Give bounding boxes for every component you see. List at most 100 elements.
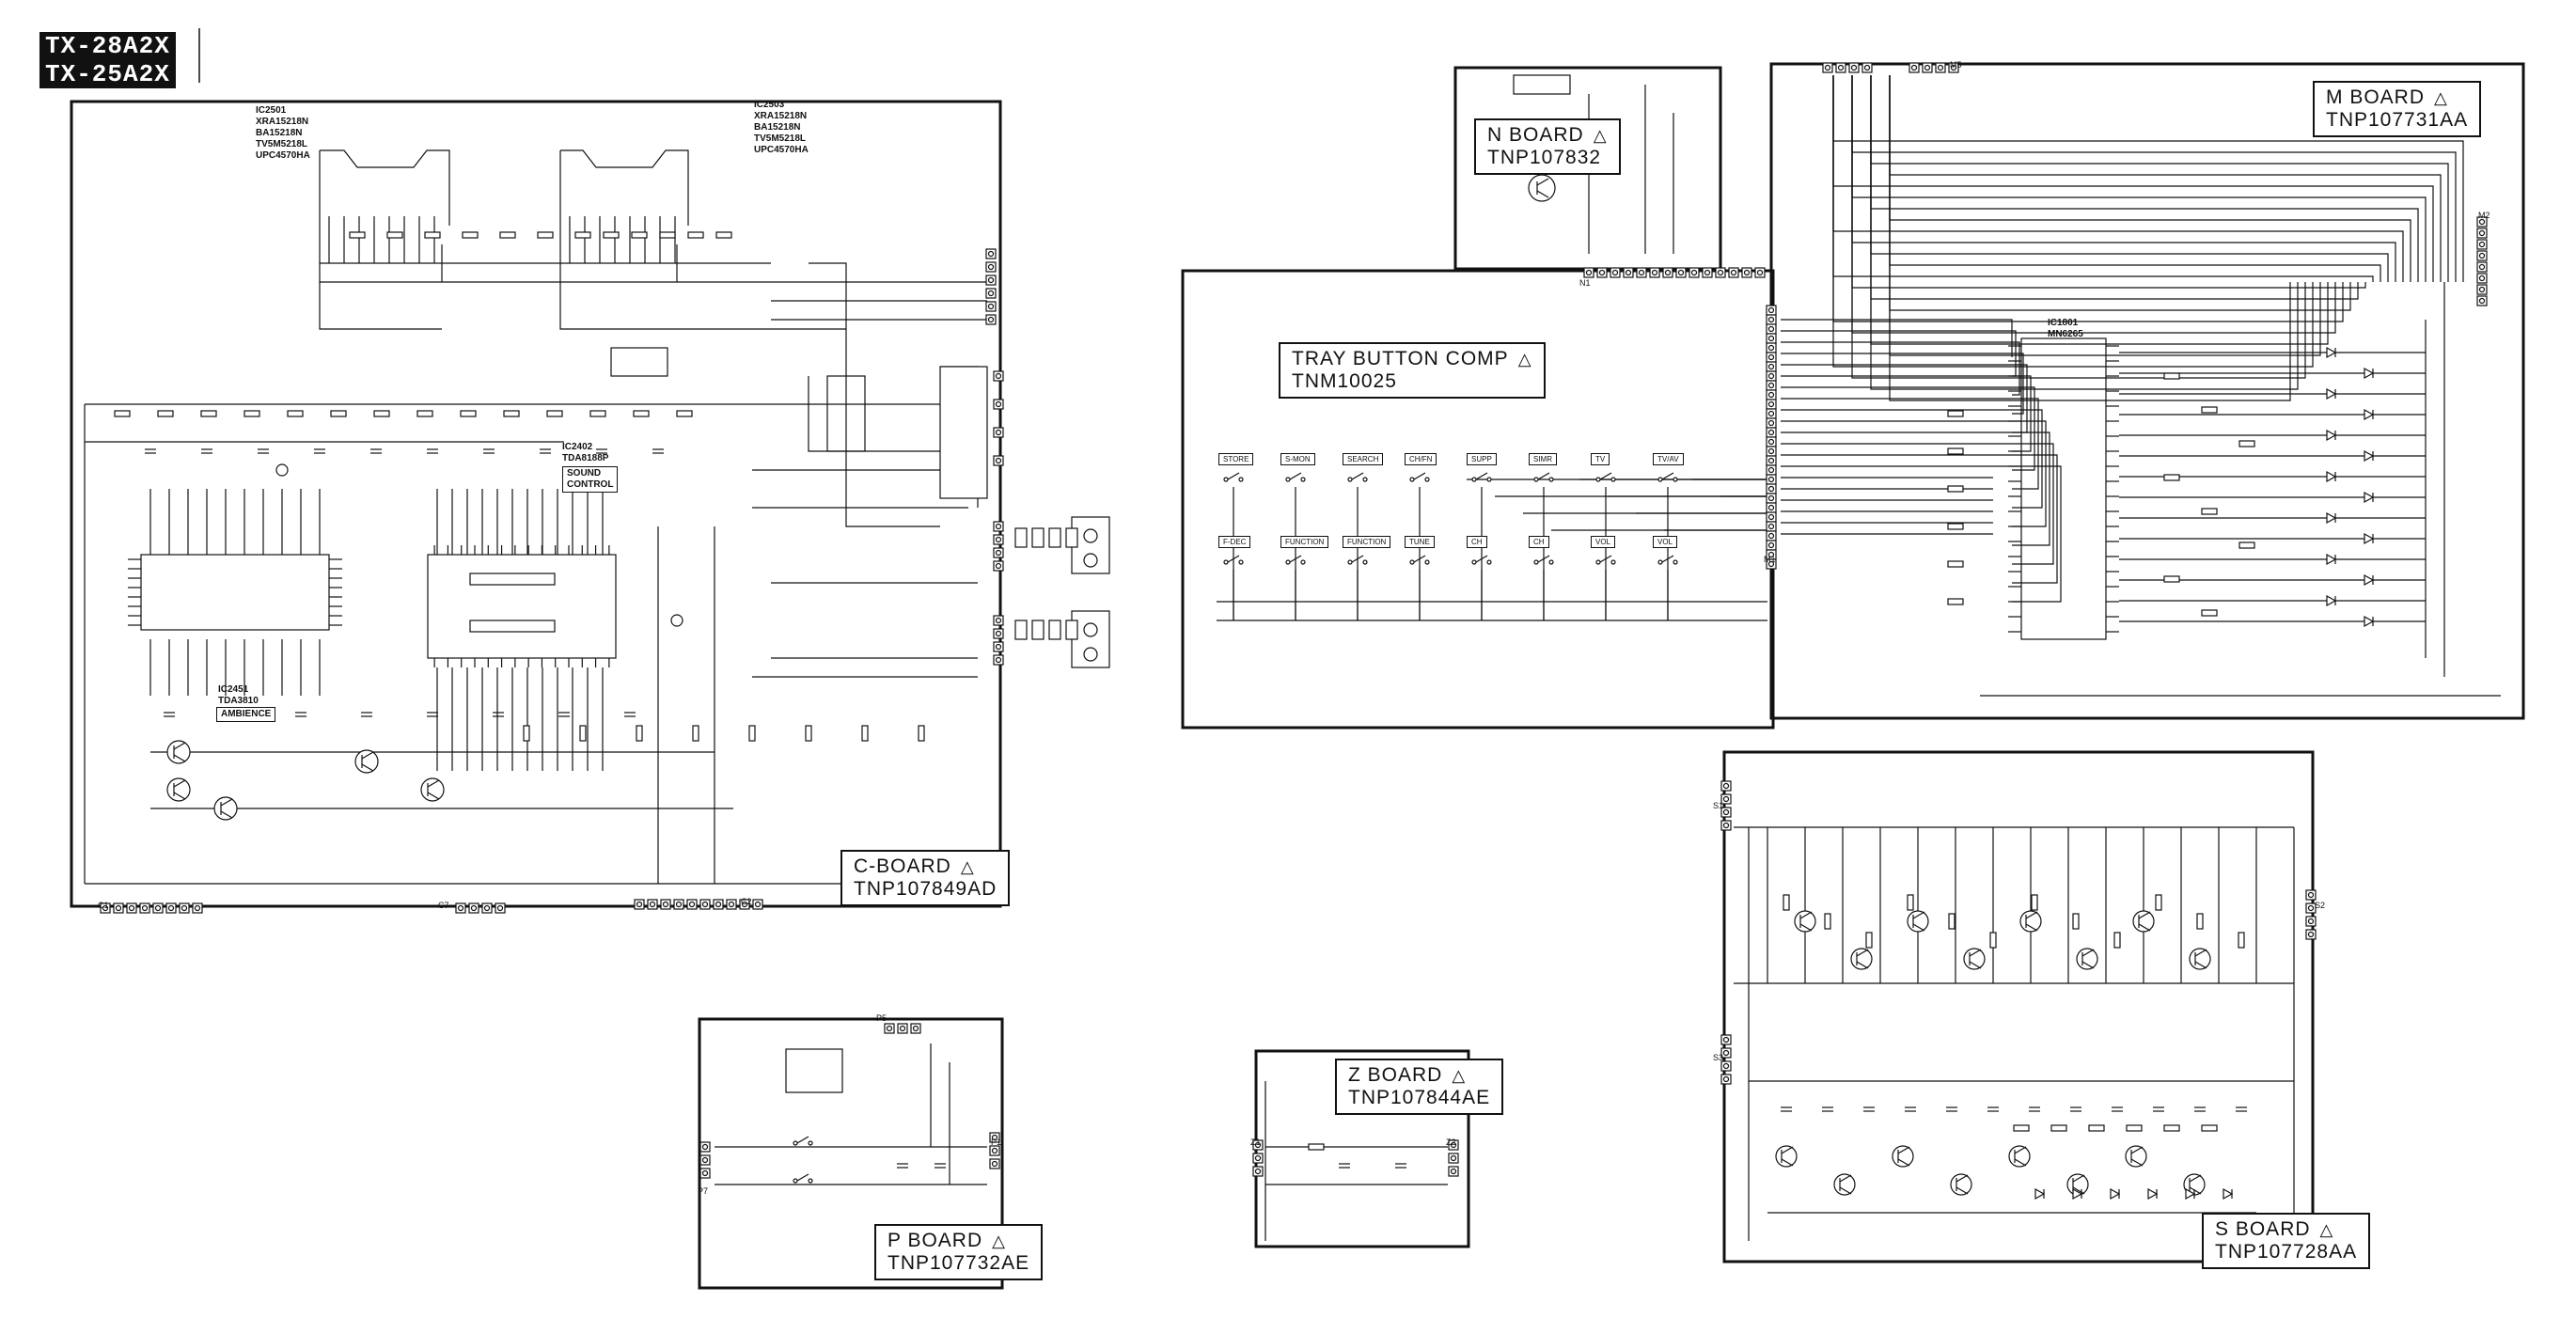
resistor-symbol [460,410,477,417]
connector-pin [1625,269,1632,276]
p-board-switch-box [785,1048,843,1093]
c-board-name: C-BOARD [854,855,951,877]
warning-icon: △ [992,1232,1006,1250]
capacitor-symbol [1946,1106,1957,1112]
connector-pins [2305,889,2317,940]
switch-symbol [1657,555,1678,565]
diode-symbol [2326,470,2337,483]
connector-pins [2476,216,2488,306]
capacitor-symbol [314,448,325,454]
connector-pin [1767,419,1775,427]
connector-pin [1950,64,1957,71]
resistor-symbol [2113,932,2121,949]
resistor-symbol [2238,440,2255,447]
resistor-symbol [918,725,925,742]
capacitor-symbol [1822,1106,1833,1112]
capacitor-symbol [652,448,664,454]
connector-c1: C1 [98,901,109,910]
connector-pin [2307,891,2315,899]
switch-lever [1475,555,1488,563]
transistor-symbol [1892,1145,1914,1168]
transistor-emitter [2014,1158,2027,1167]
diode-body [2326,387,2337,400]
resistor-symbol [373,410,390,417]
connector-pin [141,904,149,912]
connector-pin [1730,269,1737,276]
transistor-body [1850,948,1873,970]
connector-pin [995,617,1002,624]
resistor-symbol [574,231,591,239]
connector-pin [662,901,669,908]
capacitor-symbol [483,448,495,454]
connector-pin [649,901,656,908]
transistor-body [1775,1145,1798,1168]
connector-pin [1254,1154,1262,1162]
terminal-block [1031,527,1045,548]
capacitor-symbol [1987,1106,1999,1112]
switch-contact [1548,477,1554,482]
m-board-title: M BOARD△ TNP107731AA [2313,81,2482,137]
switch-contact [1300,477,1306,482]
transistor-symbol [1833,1173,1856,1196]
switch-contact [1657,559,1663,565]
connector-z2: Z2 [1446,1138,1456,1147]
connector-pins [985,248,997,325]
transistor-body [1963,948,1986,970]
connector-pin [1767,485,1775,493]
resistor-symbol [1947,485,1964,493]
connector-pin [1910,64,1918,71]
transistor-collector [173,779,186,788]
warning-icon: △ [1452,1066,1467,1085]
connector-pin [470,904,478,912]
sound-control-label: SOUND CONTROL [562,466,619,493]
diode-body [2364,491,2375,504]
transistor-collector [1536,178,1549,186]
diode-symbol [2364,449,2375,463]
transistor-collector [2138,911,2151,919]
transistor-symbol [1950,1173,1972,1196]
transistor-emitter [2072,1186,2085,1195]
diode-symbol [2072,1187,2083,1200]
connector-pin [912,1025,919,1032]
diode-symbol [2364,573,2375,587]
transistor-emitter [173,754,186,762]
connector-c2: C2 [741,897,752,906]
capacitor-symbol [1781,1106,1792,1112]
diode-body [2364,615,2375,628]
transistor-symbol [1794,910,1816,933]
switch-contact [793,1140,798,1146]
tray-part: TNM10025 [1292,370,1397,392]
wire [1870,75,2299,390]
connector-pin [102,904,109,912]
connector-pin [1767,429,1775,436]
connector-pin [1767,457,1775,464]
transistor-body [2008,1145,2031,1168]
wire [1889,75,2381,282]
resistor-symbol [1308,1143,1325,1151]
resistor-symbol [1948,913,1956,930]
transistor-collector [2081,949,2095,957]
ic2503-label: IC2503 XRA15218N BA15218N TV5M5218L UPC4… [754,100,809,155]
transistor-emitter [1536,190,1549,198]
capacitor-symbol [2236,1106,2247,1112]
connector-pin [2478,286,2486,293]
transistor-body [2019,910,2042,933]
diode-body [2110,1187,2121,1200]
capacitor-symbol [427,712,438,717]
transistor-emitter [2138,923,2151,932]
capacitor-symbol [370,448,382,454]
diode-symbol [2326,553,2337,566]
ic-body [2020,337,2107,640]
resistor-symbol [1865,932,1873,949]
z-board-part: TNP107844AE [1348,1087,1491,1108]
connector-pins [884,1023,921,1034]
diode-body [2034,1187,2046,1200]
connector-pins [989,1132,1000,1169]
switch-contact [1595,477,1601,482]
c-board-part: TNP107849AD [854,878,997,900]
wire [1889,75,2351,311]
model-badge-1: TX-28A2X [39,32,176,60]
terminal-block [1014,620,1028,640]
diode-body [2364,573,2375,587]
switch-contact [1595,559,1601,565]
